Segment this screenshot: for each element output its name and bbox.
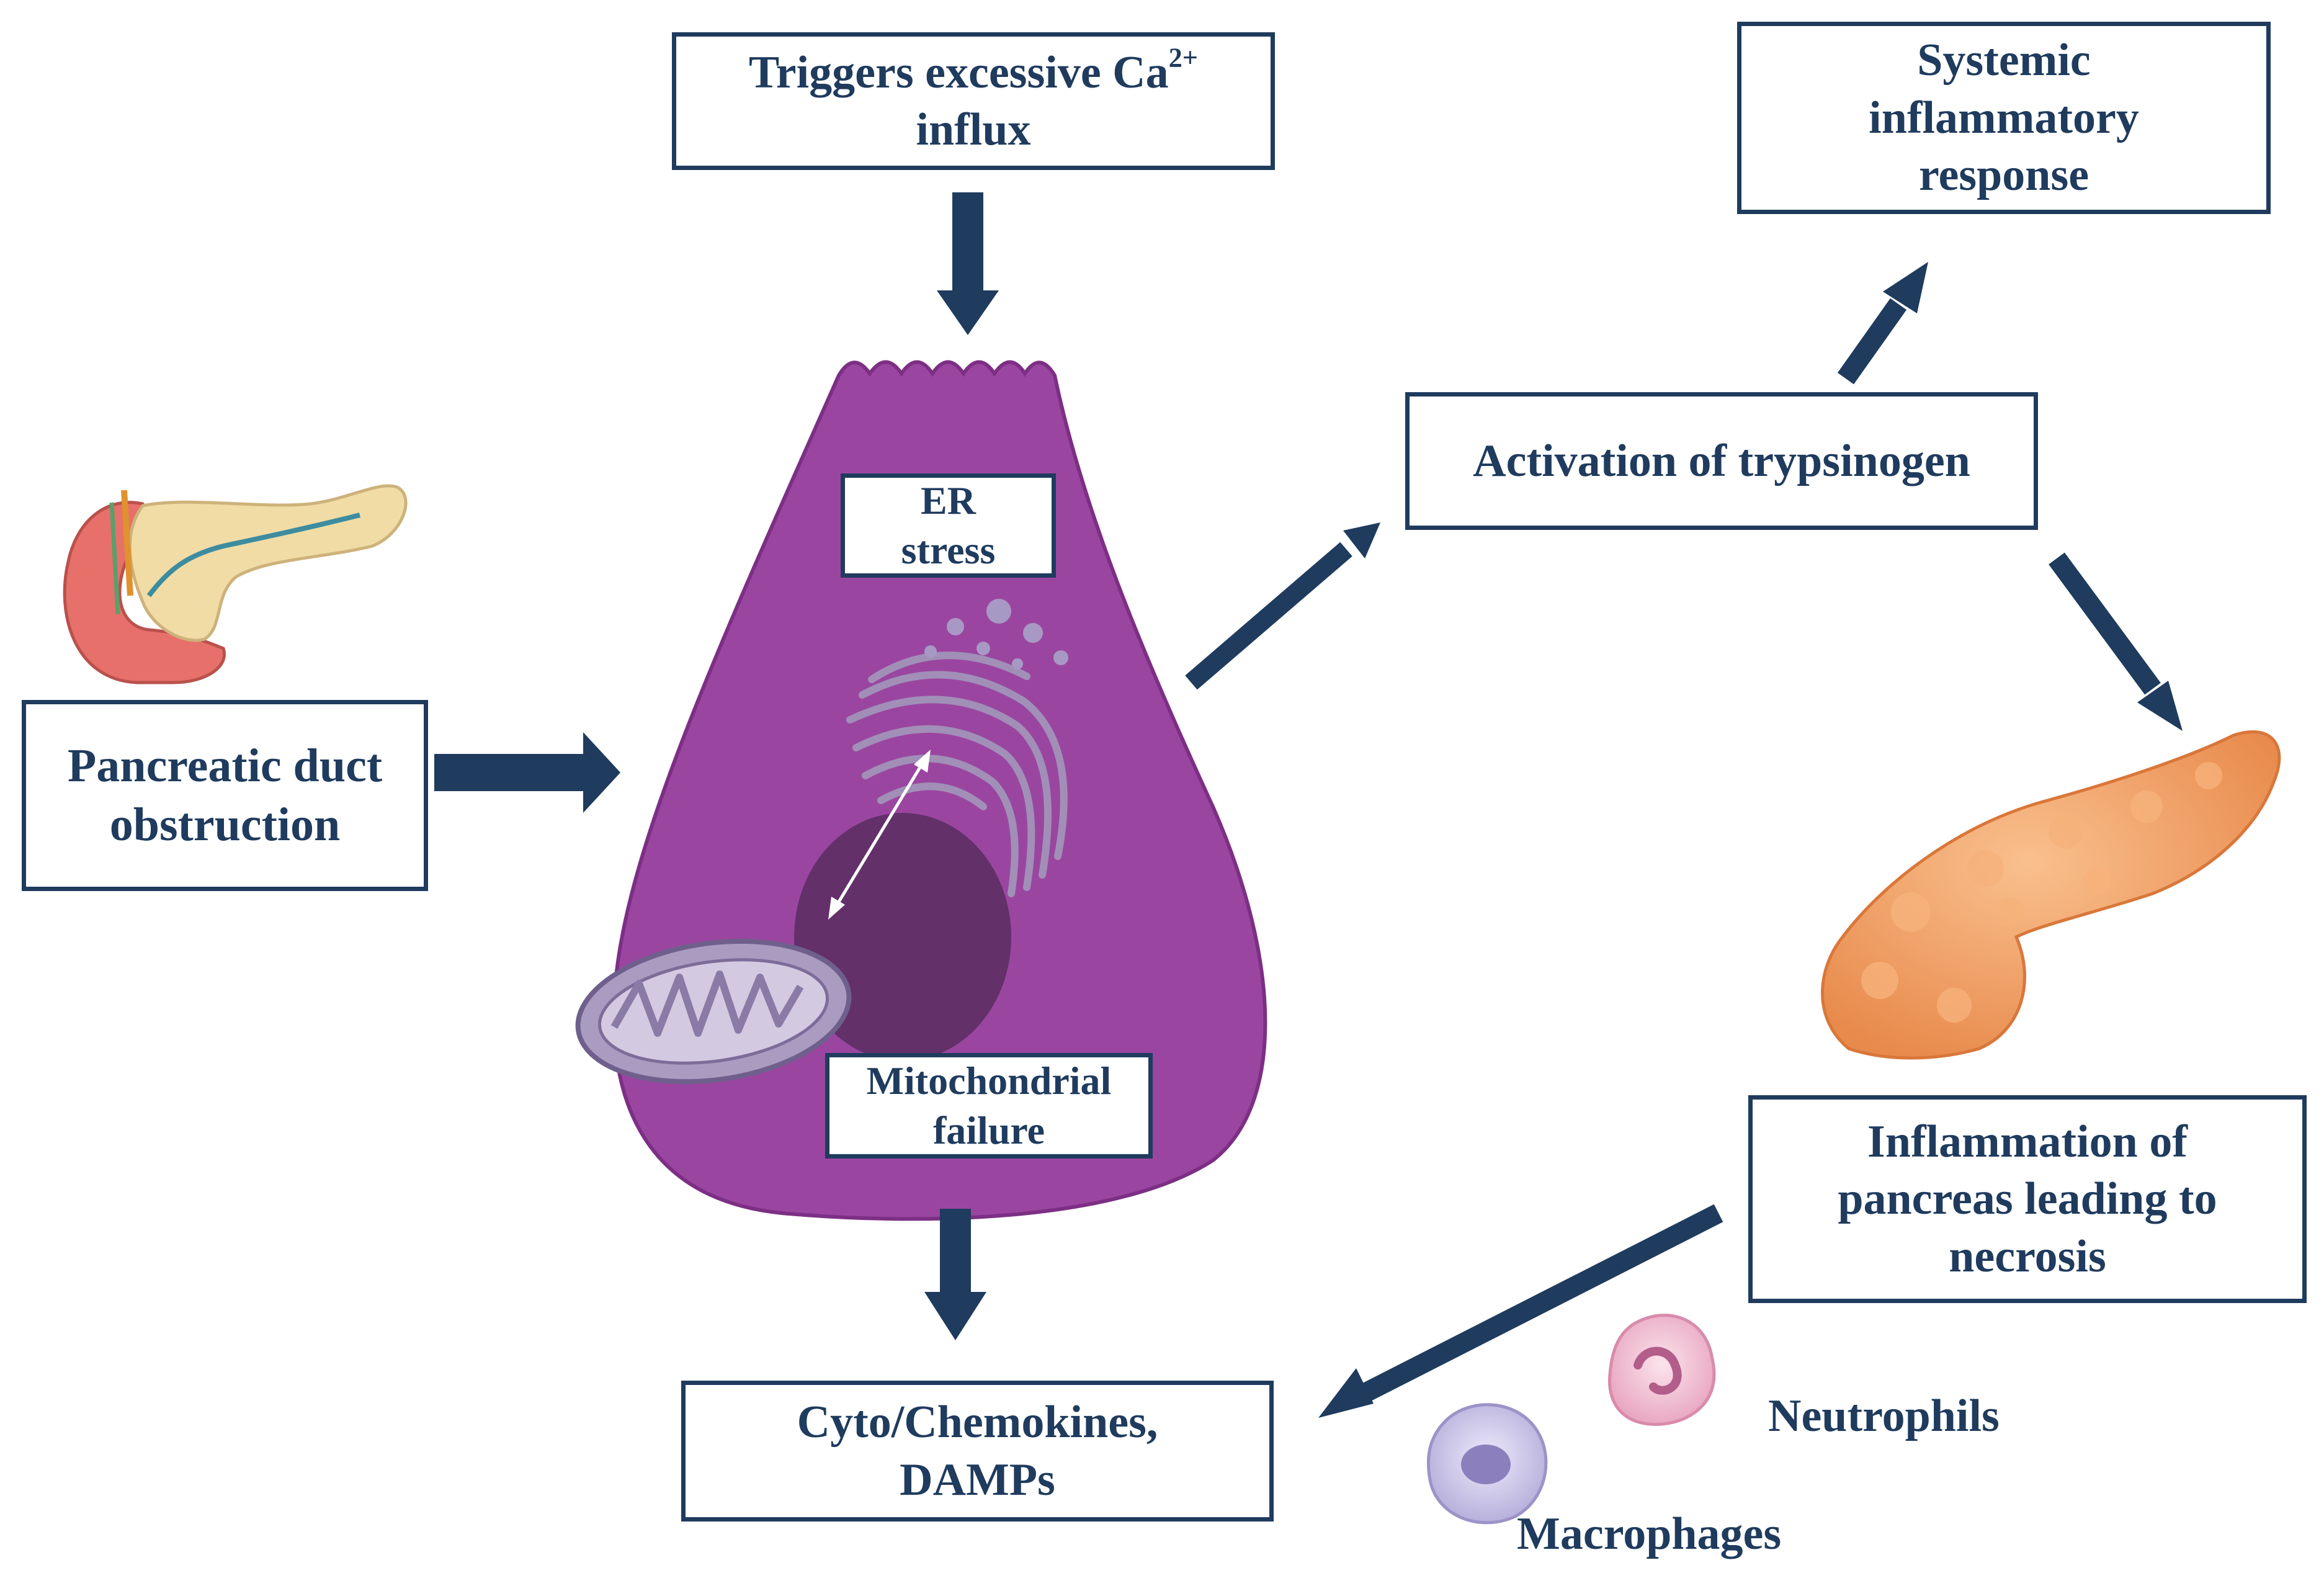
inflamed-pancreas-icon <box>1821 730 2281 1060</box>
mito-line-2: failure <box>932 1108 1045 1152</box>
arrow-triggers-to-cell <box>937 192 999 335</box>
mitochondrial-failure-box: Mitochondrial failure <box>825 1053 1153 1158</box>
inflammation-line-1: Inflammation of <box>1867 1116 2188 1167</box>
er-mitochondria-double-arrow <box>828 750 931 920</box>
systemic-line-1: Systemic <box>1917 35 2091 86</box>
activation-text: Activation of trypsinogen <box>1473 435 1970 486</box>
systemic-line-2: inflammatory <box>1869 92 2139 143</box>
inflammation-line-2: pancreas leading to <box>1838 1173 2217 1225</box>
er-stress-box: ER stress <box>841 473 1056 578</box>
neutrophil-icon <box>1607 1314 1716 1426</box>
systemic-inflammatory-response-box: Systemic inflammatory response <box>1737 22 2271 214</box>
inflammation-necrosis-box: Inflammation of pancreas leading to necr… <box>1748 1095 2307 1303</box>
cytokines-line-2: DAMPs <box>900 1454 1055 1505</box>
calcium-charge-superscript: 2+ <box>1168 42 1199 73</box>
arrow-inflammation-to-cytokines <box>1318 1204 1723 1418</box>
mito-line-1: Mitochondrial <box>866 1059 1112 1103</box>
activation-of-trypsinogen-box: Activation of trypsinogen <box>1405 392 2038 530</box>
flow-arrows <box>434 192 2183 1418</box>
arrow-activation-to-inflamed-pancreas <box>2049 552 2183 731</box>
acinar-cell-icon <box>575 360 1267 1221</box>
systemic-line-3: response <box>1918 150 2089 201</box>
pancreatic-duct-line-1: Pancreatic duct <box>67 740 383 792</box>
vesicles <box>924 599 1068 670</box>
neutrophils-label: Neutrophils <box>1768 1391 2000 1441</box>
pancreatic-duct-obstruction-box: Pancreatic duct obstruction <box>22 700 428 891</box>
inflammation-line-3: necrosis <box>1949 1230 2106 1282</box>
triggers-line-2: influx <box>916 104 1031 155</box>
er-stress-line-1: ER <box>921 478 976 522</box>
triggers-box: Triggers excessive Ca2+ influx <box>672 32 1275 170</box>
arrow-cell-to-activation <box>1185 522 1380 690</box>
macrophages-label: Macrophages <box>1517 1508 1782 1559</box>
er-stress-line-2: stress <box>901 528 996 572</box>
macrophage-icon <box>1426 1403 1548 1525</box>
cytokines-damps-box: Cyto/Chemokines, DAMPs <box>681 1381 1274 1521</box>
healthy-pancreas-icon <box>63 484 408 684</box>
mitochondrion-icon <box>575 938 852 1085</box>
endoplasmic-reticulum-icon <box>846 652 1068 897</box>
arrow-duct-to-cell <box>434 732 620 813</box>
cytokines-line-1: Cyto/Chemokines, <box>797 1397 1158 1448</box>
arrow-activation-to-systemic <box>1837 262 1928 385</box>
pancreatic-duct-line-2: obstruction <box>109 799 341 851</box>
arrow-cell-to-cytokines <box>924 1209 986 1340</box>
triggers-line-1: Triggers excessive Ca2+ <box>748 42 1199 98</box>
